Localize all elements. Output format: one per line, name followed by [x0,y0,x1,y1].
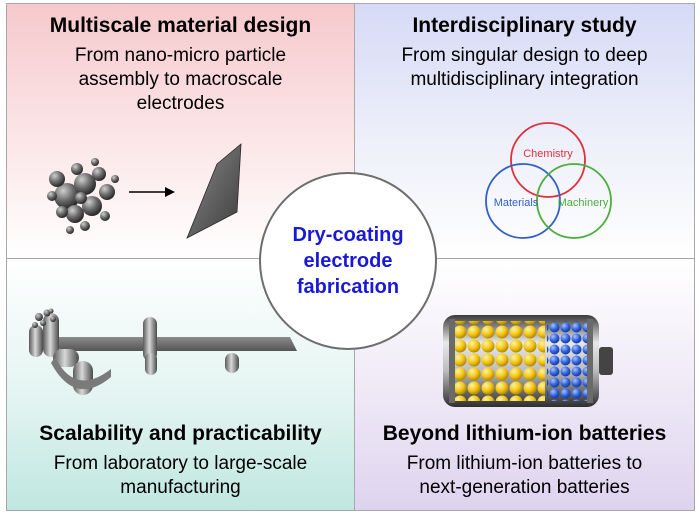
electrode-sheet-icon [186,143,242,239]
roll-to-roll-illustration [29,308,297,395]
venn-circle-machinery [536,163,612,239]
powder-feed-icon [32,308,56,328]
panel-title: Beyond lithium-ion batteries [382,422,667,445]
panel-desc-line: From laboratory to large-scale [53,453,308,474]
particle-to-electrode-illustration [47,143,242,239]
panel-desc-line: electrodes [136,93,225,114]
panel-multiscale-design: Multiscale material design From nano-mic… [6,3,355,259]
venn-label-chemistry: Chemistry [523,148,573,160]
center-concept-circle: Dry-coating electrode fabrication [259,172,437,350]
battery-cell-illustration [443,315,613,407]
roller-icon [29,313,239,395]
panel-desc-line: From singular design to deep [401,45,648,66]
panel-title: Multiscale material design [49,14,312,37]
panel-beyond-li-ion: Beyond lithium-ion batteries From lithiu… [354,258,695,511]
panel-desc-line: From nano-micro particle [74,45,287,66]
center-label-line: electrode [303,250,393,272]
venn-label-machinery: Machinery [558,197,609,209]
center-label-line: fabrication [296,276,400,298]
anode-particles-icon [547,321,587,401]
panel-desc-line: next-generation batteries [419,477,630,498]
venn-circle-chemistry [510,122,586,198]
panel-title: Scalability and practicability [39,422,322,445]
venn-diagram: Chemistry Materials Machinery [485,122,612,239]
battery-terminal-icon [599,347,613,375]
center-label-line: Dry-coating [292,224,404,246]
cathode-particles-icon [455,321,545,401]
panel-title: Interdisciplinary study [412,14,637,37]
panel-desc-line: manufacturing [120,477,241,498]
venn-label-materials: Materials [494,197,539,209]
particle-cluster-icon [47,158,119,234]
panel-desc-line: multidisciplinary integration [410,69,639,90]
panel-scalability: Scalability and practicability From labo… [6,258,355,511]
panel-desc-line: assembly to macroscale [78,69,283,90]
center-label: Dry-coating electrode fabrication [292,222,403,300]
panel-desc-line: From lithium-ion batteries to [406,453,643,474]
venn-circle-materials [485,163,561,239]
arrow-right-icon [129,187,175,197]
electrode-belt-icon [55,337,297,351]
